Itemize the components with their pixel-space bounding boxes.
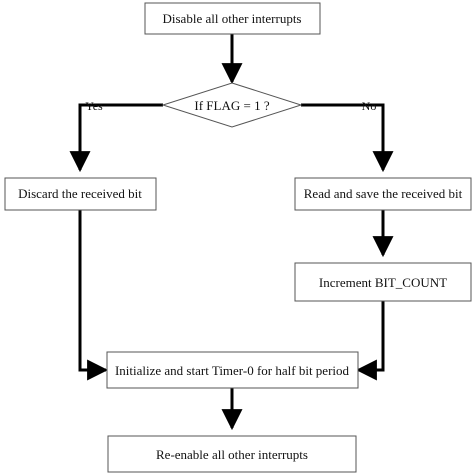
- decision-flag-diamond: [161, 82, 303, 128]
- process-increment-count-label: Increment BIT_COUNT: [319, 275, 447, 290]
- process-start-timer-label: Initialize and start Timer-0 for half bi…: [115, 363, 350, 378]
- process-start-timer: Initialize and start Timer-0 for half bi…: [106, 351, 359, 389]
- process-reenable-interrupts-label: Re-enable all other interrupts: [156, 447, 308, 462]
- process-increment-count-box: [294, 262, 472, 302]
- yes-label: Yes: [85, 99, 103, 113]
- connector-increment-to-timer: [355, 301, 385, 381]
- process-increment-count: Increment BIT_COUNT: [294, 262, 472, 302]
- connector-discard-to-timer: [78, 210, 109, 381]
- process-reenable-interrupts: Re-enable all other interrupts: [107, 435, 357, 473]
- connectors: [69, 34, 394, 431]
- decision-flag-label: If FLAG = 1 ?: [194, 98, 269, 113]
- process-disable-interrupts: Disable all other interrupts: [144, 2, 321, 35]
- process-read-save-bit: Read and save the received bit: [294, 177, 472, 211]
- process-disable-interrupts-label: Disable all other interrupts: [163, 11, 302, 26]
- process-read-save-bit-box: [294, 177, 472, 211]
- no-label: No: [362, 99, 377, 113]
- process-discard-bit-label: Discard the received bit: [18, 186, 142, 201]
- process-disable-interrupts-box: [144, 2, 321, 35]
- connector-no-to-read: [301, 103, 394, 173]
- process-discard-bit-box: [4, 177, 157, 211]
- process-read-save-bit-label: Read and save the received bit: [304, 186, 463, 201]
- connector-yes-to-discard: [69, 103, 163, 173]
- process-reenable-interrupts-box: [107, 435, 357, 473]
- process-discard-bit: Discard the received bit: [4, 177, 157, 211]
- decision-flag: If FLAG = 1 ?: [161, 82, 303, 128]
- process-start-timer-box: [106, 351, 359, 389]
